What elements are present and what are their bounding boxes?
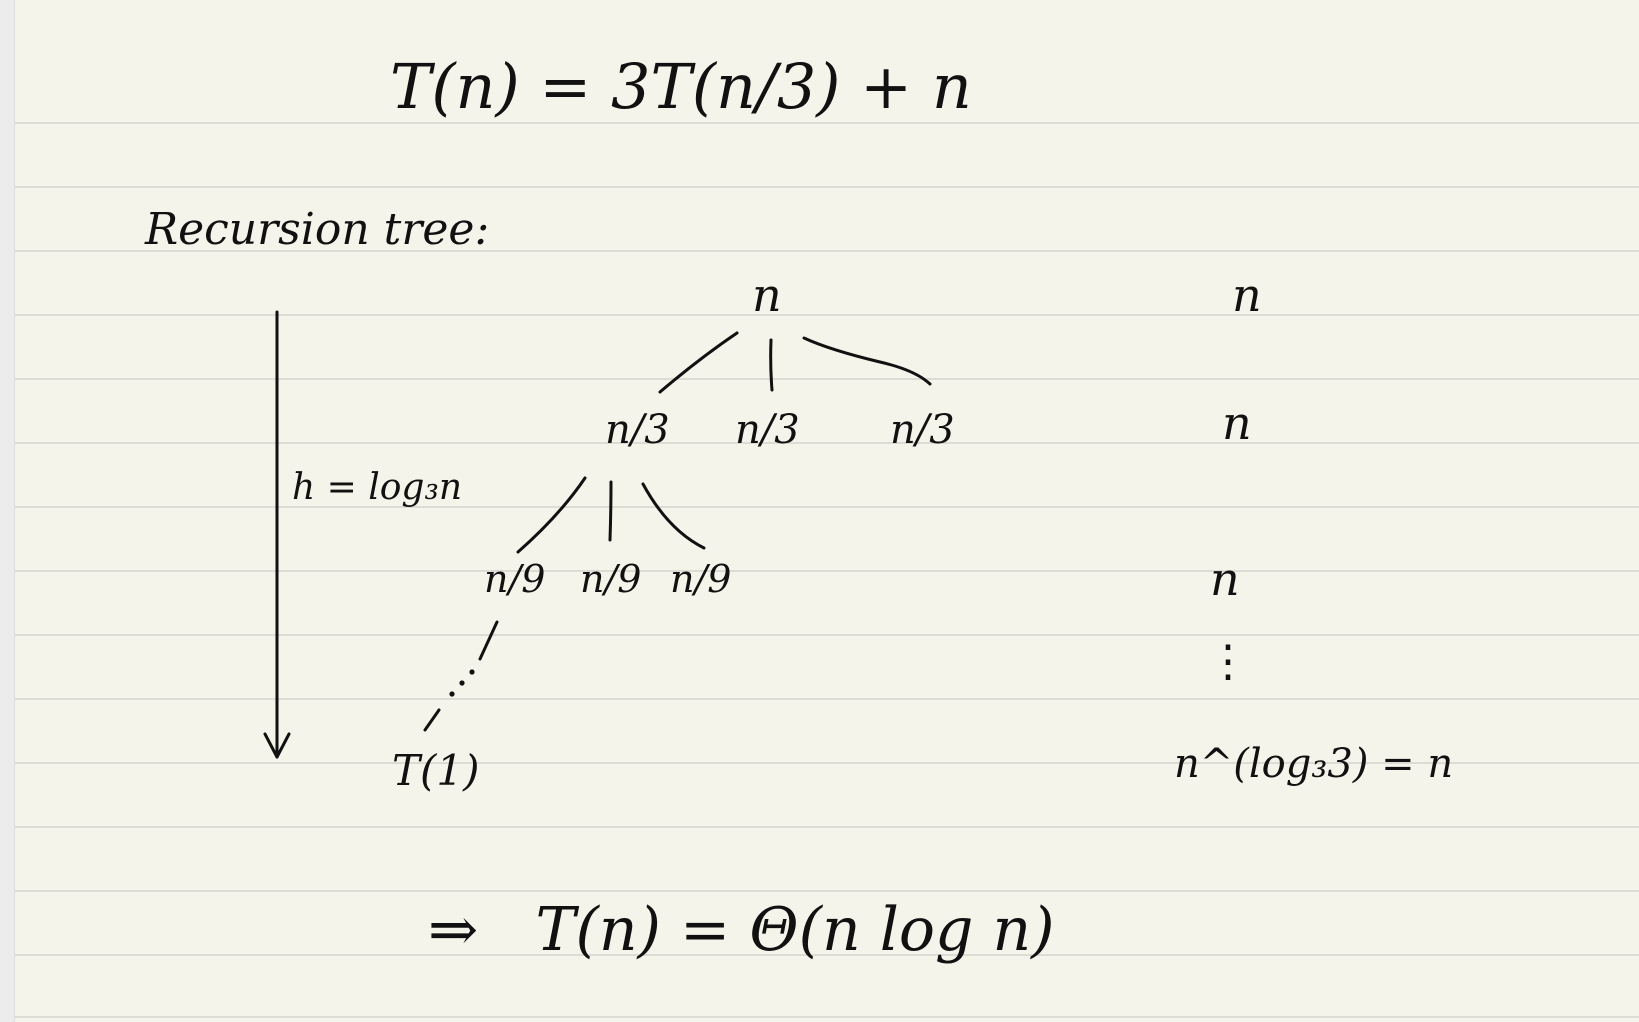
- level-cost: n: [1222, 396, 1252, 450]
- page-margin: [0, 0, 15, 1022]
- continuation-dot: [469, 669, 475, 675]
- recursion-tree-label: Recursion tree:: [145, 204, 490, 255]
- tree-edge: [769, 338, 774, 392]
- ruled-line: [14, 954, 1639, 956]
- ruled-line: [14, 634, 1639, 636]
- tree-node-level1: n/3: [735, 407, 800, 453]
- ruled-line: [14, 698, 1639, 700]
- tree-edge: [802, 336, 932, 386]
- recurrence-equation: T(n) = 3T(n/3) + n: [390, 50, 972, 123]
- tree-node-level1: n/3: [605, 407, 670, 453]
- tree-node-level2: n/9: [670, 557, 732, 601]
- tree-edge: [641, 482, 706, 550]
- tree-edge: [423, 708, 441, 732]
- level-cost: n: [1210, 552, 1240, 606]
- level-cost-leaf: n^(log₃3) = n: [1174, 741, 1454, 787]
- ruled-line: [14, 506, 1639, 508]
- level-cost-ellipsis: ⋮: [1206, 636, 1250, 687]
- tree-node-level2: n/9: [580, 557, 642, 601]
- ruled-line: [14, 378, 1639, 380]
- tree-edge: [478, 620, 499, 661]
- continuation-dot: [459, 680, 465, 686]
- ruled-line: [14, 826, 1639, 828]
- tree-leaf: T(1): [392, 746, 480, 795]
- tree-edge: [608, 480, 613, 542]
- tree-edge: [516, 476, 587, 554]
- ruled-line: [14, 122, 1639, 124]
- ruled-line: [14, 890, 1639, 892]
- ruled-line: [14, 1016, 1639, 1018]
- level-cost: n: [1232, 268, 1262, 322]
- height-label: h = log₃n: [292, 467, 463, 508]
- height-arrow-head: [263, 732, 291, 759]
- ruled-line: [14, 762, 1639, 764]
- ruled-line: [14, 442, 1639, 444]
- conclusion: ⇒ T(n) = Θ(n log n): [428, 895, 1055, 965]
- ruled-line: [14, 570, 1639, 572]
- ruled-line: [14, 314, 1639, 316]
- tree-edge: [658, 331, 739, 394]
- tree-node-level2: n/9: [484, 557, 546, 601]
- ruled-line: [14, 250, 1639, 252]
- continuation-dot: [449, 691, 455, 697]
- tree-node-root: n: [752, 268, 782, 322]
- ruled-line: [14, 186, 1639, 188]
- tree-node-level1: n/3: [890, 407, 955, 453]
